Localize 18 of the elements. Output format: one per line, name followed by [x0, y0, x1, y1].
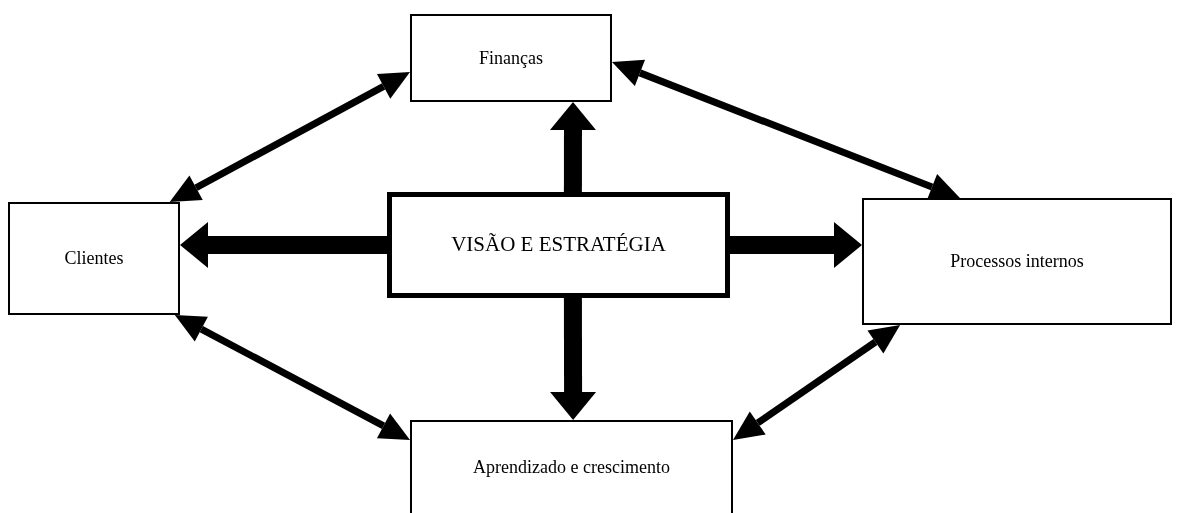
- block-arrow: [550, 102, 596, 192]
- box-label: Processos internos: [950, 250, 1084, 273]
- box-label: Aprendizado e crescimento: [473, 456, 670, 479]
- perspective-box: [410, 420, 733, 513]
- box-label: Finanças: [479, 46, 543, 70]
- box-label: VISÃO E ESTRATÉGIA: [451, 231, 666, 259]
- double-arrow: [169, 72, 410, 202]
- block-arrow: [550, 298, 597, 420]
- double-arrow: [612, 59, 960, 201]
- block-arrow: [730, 222, 862, 268]
- perspective-box: [410, 14, 612, 102]
- box-label: Clientes: [64, 247, 124, 270]
- perspective-box: [8, 202, 180, 315]
- double-arrow: [174, 315, 410, 440]
- central-box: [387, 192, 730, 298]
- double-arrow: [733, 325, 901, 440]
- block-arrow: [180, 221, 387, 268]
- perspective-box: [862, 198, 1172, 325]
